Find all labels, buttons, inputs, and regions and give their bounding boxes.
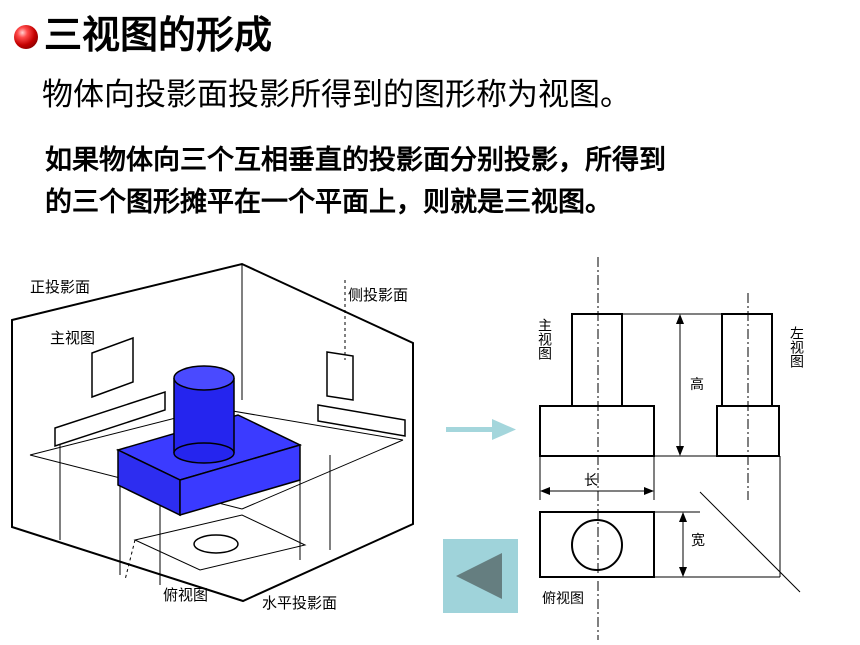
- label-front-plane: 正投影面: [30, 278, 90, 296]
- triangle-left-icon: [456, 553, 502, 599]
- label-left-view-ortho: 左视图: [788, 326, 804, 368]
- isometric-figure: 正投影面 侧投影面 主视图 俯视图 水平投影面: [11, 262, 414, 612]
- left-view-column: [721, 313, 773, 407]
- orthographic-figure: 高 长 宽 俯视图 主视图 左视图: [536, 257, 804, 640]
- left-view-base: [716, 405, 780, 457]
- main-view-column: [571, 313, 623, 407]
- cylinder-top: [173, 365, 235, 391]
- top-view-rect: [539, 511, 655, 578]
- label-main-view-ortho: 主视图: [536, 318, 552, 360]
- label-top-view-ortho: 俯视图: [542, 591, 584, 607]
- label-main-view-iso: 主视图: [50, 329, 95, 347]
- dim-width-label: 宽: [691, 532, 705, 549]
- main-view-base: [539, 405, 655, 457]
- label-top-view-iso: 俯视图: [163, 586, 208, 604]
- explanation-text: 如果物体向三个互相垂直的投影面分别投影，所得到 的三个图形摊平在一个平面上，则就…: [45, 140, 666, 224]
- page-title: 三视图的形成: [44, 13, 273, 57]
- transform-arrow-icon: [446, 419, 516, 440]
- title-bullet-icon: [14, 25, 38, 49]
- dim-height-label: 高: [690, 376, 704, 393]
- explanation-line-1: 如果物体向三个互相垂直的投影面分别投影，所得到: [45, 145, 666, 176]
- top-view-circle: [193, 534, 239, 554]
- explanation-line-2: 的三个图形摊平在一个平面上，则就是三视图。: [45, 187, 612, 218]
- label-side-plane: 侧投影面: [348, 286, 408, 304]
- label-horizontal-plane: 水平投影面: [262, 594, 337, 612]
- dim-length-label: 长: [584, 473, 598, 489]
- back-nav-button[interactable]: [443, 539, 518, 613]
- definition-text: 物体向投影面投影所得到的图形称为视图。: [42, 77, 631, 113]
- top-view-ortho-circle: [571, 519, 623, 571]
